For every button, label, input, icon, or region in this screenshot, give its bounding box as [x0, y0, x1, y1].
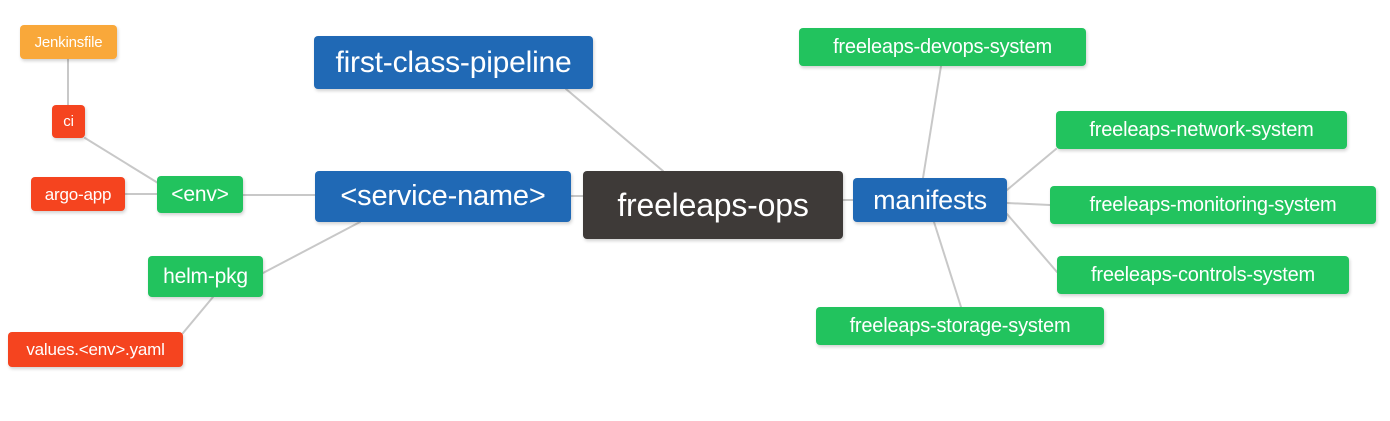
node-freeleaps-network-system[interactable]: freeleaps-network-system	[1056, 111, 1347, 149]
edge-helm-pkg-to-service-name	[262, 221, 361, 274]
node-env[interactable]: <env>	[157, 176, 243, 213]
edge-manifests-to-freeleaps-network-system	[1006, 148, 1057, 191]
edge-ci-to-env	[84, 137, 159, 184]
edge-values-yaml-to-helm-pkg	[182, 296, 214, 334]
node-service-name[interactable]: <service-name>	[315, 171, 571, 222]
edge-manifests-to-freeleaps-storage-system	[933, 221, 962, 308]
edge-manifests-to-freeleaps-monitoring-system	[1006, 202, 1051, 206]
node-helm-pkg[interactable]: helm-pkg	[148, 256, 263, 297]
node-jenkinsfile[interactable]: Jenkinsfile	[20, 25, 117, 59]
edge-first-class-pipeline-to-freeleaps-ops	[565, 88, 664, 172]
edge-manifests-to-freeleaps-devops-system	[922, 65, 942, 179]
node-freeleaps-controls-system[interactable]: freeleaps-controls-system	[1057, 256, 1349, 294]
node-freeleaps-devops-system[interactable]: freeleaps-devops-system	[799, 28, 1086, 66]
edge-manifests-to-freeleaps-controls-system	[1006, 213, 1058, 273]
node-freeleaps-ops[interactable]: freeleaps-ops	[583, 171, 843, 239]
node-freeleaps-monitoring-system[interactable]: freeleaps-monitoring-system	[1050, 186, 1376, 224]
node-values-yaml[interactable]: values.<env>.yaml	[8, 332, 183, 367]
node-manifests[interactable]: manifests	[853, 178, 1007, 222]
node-argo-app[interactable]: argo-app	[31, 177, 125, 211]
node-ci[interactable]: ci	[52, 105, 85, 138]
node-freeleaps-storage-system[interactable]: freeleaps-storage-system	[816, 307, 1104, 345]
node-first-class-pipeline[interactable]: first-class-pipeline	[314, 36, 593, 89]
